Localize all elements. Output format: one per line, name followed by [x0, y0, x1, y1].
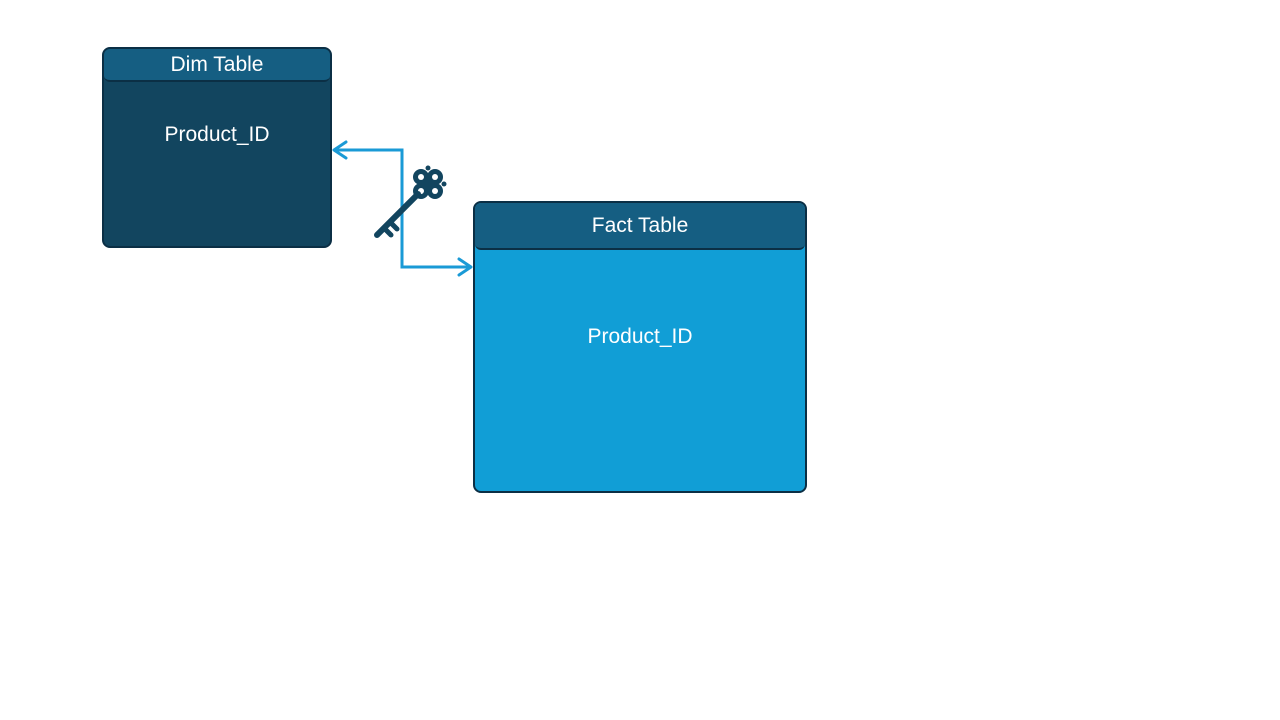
- relationship-line[interactable]: [334, 148, 471, 269]
- arrowhead-dim: [332, 140, 348, 160]
- fact-table[interactable]: Fact Table Product_ID: [473, 201, 807, 493]
- dim-table-header: Dim Table: [104, 49, 330, 82]
- key-icon: [374, 165, 447, 238]
- fact-table-title: Fact Table: [591, 213, 689, 237]
- dim-table-field: Product_ID: [164, 123, 270, 146]
- dim-table-title: Dim Table: [170, 52, 264, 76]
- arrowhead-fact: [457, 257, 473, 277]
- fact-table-field: Product_ID: [587, 325, 693, 348]
- fact-table-header: Fact Table: [475, 203, 805, 250]
- dim-table[interactable]: Dim Table Product_ID: [102, 47, 332, 248]
